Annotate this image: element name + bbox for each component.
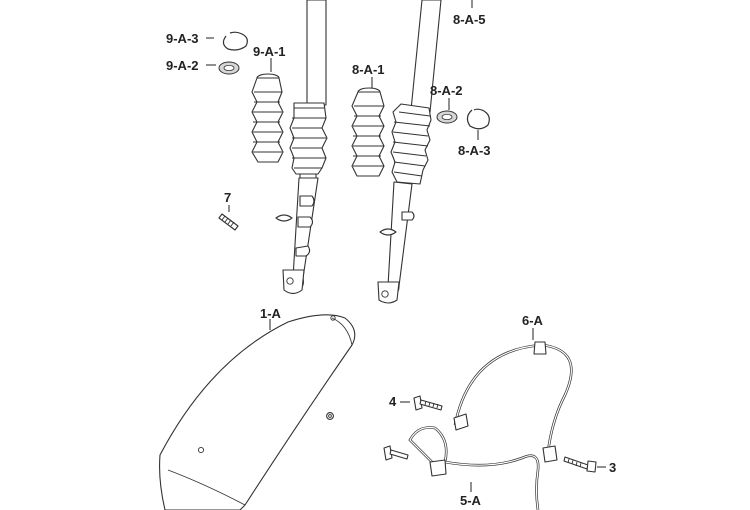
label-6-A: 6-A <box>522 313 544 328</box>
right-fork-tube <box>377 0 442 304</box>
label-8-A-3: 8-A-3 <box>458 143 491 158</box>
circlip-8-A-3 <box>466 108 490 130</box>
oil-seal-9-A-2 <box>218 61 240 75</box>
label-4: 4 <box>389 394 397 409</box>
fork-boot-9-A-1 <box>251 73 284 163</box>
right-fork-boot-installed <box>390 103 432 185</box>
oil-seal-8-A-2 <box>436 110 458 124</box>
label-8-A-2: 8-A-2 <box>430 83 463 98</box>
left-fork-tube <box>275 0 327 295</box>
fender-brace-6-A <box>453 341 573 463</box>
label-8-A-5: 8-A-5 <box>453 12 486 27</box>
bolt-7 <box>218 213 239 231</box>
bolt-4 <box>413 395 443 411</box>
fork-boot-8-A-1 <box>351 87 385 177</box>
part-labels: 8-A-5 9-A-3 9-A-2 9-A-1 8-A-1 8-A-2 8-A-… <box>166 12 616 508</box>
label-7: 7 <box>224 190 231 205</box>
circlip-9-A-3 <box>222 31 248 51</box>
label-8-A-1: 8-A-1 <box>352 62 385 77</box>
label-1-A: 1-A <box>260 306 282 321</box>
label-3: 3 <box>609 460 616 475</box>
label-9-A-3: 9-A-3 <box>166 31 199 46</box>
front-fender-1-A <box>159 314 356 510</box>
fender-brace-5-A <box>408 426 540 510</box>
label-5-A: 5-A <box>460 493 482 508</box>
bolt-5-A-mount <box>383 445 409 461</box>
leader-lines <box>206 0 606 492</box>
label-9-A-1: 9-A-1 <box>253 44 286 59</box>
bolt-3 <box>563 456 597 473</box>
left-fork-boot-installed <box>289 102 328 175</box>
label-9-A-2: 9-A-2 <box>166 58 199 73</box>
